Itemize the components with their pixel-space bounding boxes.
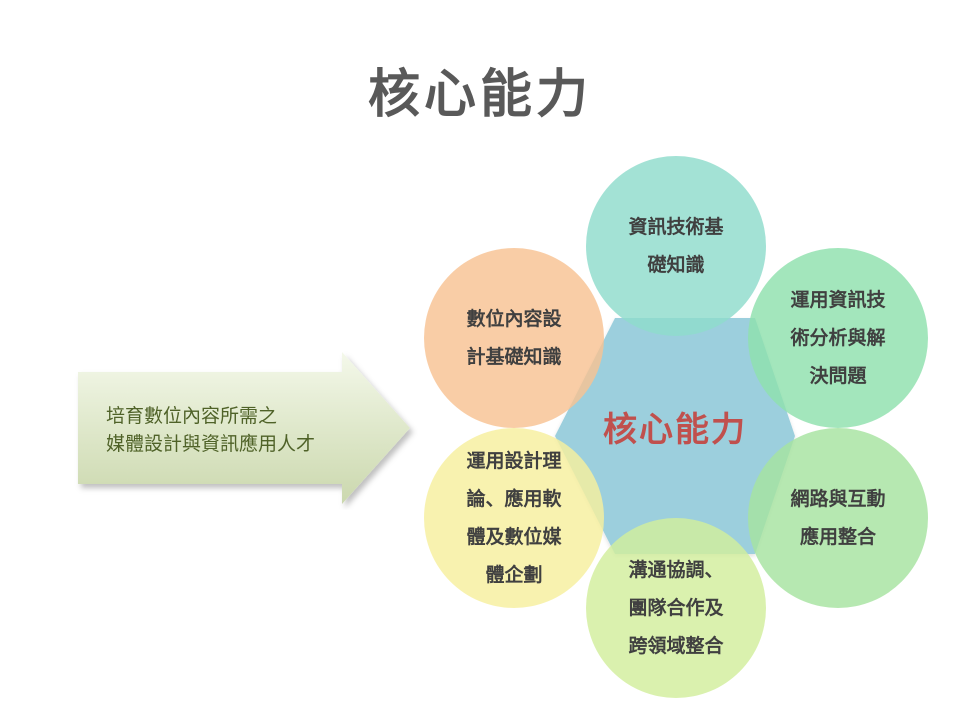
node-label-3: 網路與互動 應用整合: [758, 462, 918, 574]
node-circle-1: [586, 156, 766, 336]
center-label: 核心能力: [603, 410, 747, 450]
node-text-line: 體及數位媒: [466, 526, 562, 548]
node-circle-3: [748, 428, 928, 608]
node-text-line: 礎知識: [647, 254, 705, 276]
node-label-2: 運用資訊技 術分析與解 決問題: [758, 280, 918, 396]
node-text-line: 網路與互動: [790, 488, 886, 510]
arrow-text: 培育數位內容所需之 媒體設計與資訊應用人才: [106, 402, 366, 458]
diagram-shapes: [424, 156, 928, 698]
node-text-line: 跨領域整合: [628, 635, 724, 657]
node-text-line: 決問題: [809, 365, 867, 387]
node-text-line: 體企劃: [485, 564, 543, 586]
node-label-6: 數位內容設 計基礎知識: [434, 300, 594, 376]
slide-title: 核心能力: [367, 65, 592, 125]
arrow-text-line: 媒體設計與資訊應用人才: [106, 433, 316, 455]
node-label-4: 溝通協調、 團隊合作及 跨領域整合: [596, 550, 756, 666]
node-label-1: 資訊技術基 礎知識: [596, 190, 756, 302]
node-text-line: 團隊合作及: [628, 597, 724, 619]
node-circle-5: [424, 428, 604, 608]
core-competency-diagram: 核心能力 資訊技術基 礎知識 運用資訊技 術分析與解 決問題 網路與互動 應用整…: [420, 150, 940, 710]
node-text-line: 運用資訊技: [790, 289, 886, 311]
center-hexagon: [555, 318, 795, 554]
goal-arrow: 培育數位內容所需之 媒體設計與資訊應用人才: [70, 350, 420, 510]
node-text-line: 數位內容設: [466, 308, 562, 330]
node-label-5: 運用設計理 論、應用軟 體及數位媒 體企劃: [434, 442, 594, 594]
arrow-text-line: 培育數位內容所需之: [106, 405, 278, 427]
node-text-line: 術分析與解: [790, 327, 886, 349]
arrow-shape: [78, 352, 410, 504]
node-text-line: 運用設計理: [466, 450, 562, 472]
node-text-line: 論、應用軟: [466, 488, 562, 510]
node-circle-6: [424, 248, 604, 428]
node-text-line: 溝通協調、: [628, 559, 724, 581]
node-circle-4: [586, 518, 766, 698]
node-text-line: 應用整合: [799, 526, 876, 548]
node-text-line: 資訊技術基: [628, 216, 724, 238]
node-circle-2: [748, 248, 928, 428]
node-text-line: 計基礎知識: [466, 346, 562, 368]
